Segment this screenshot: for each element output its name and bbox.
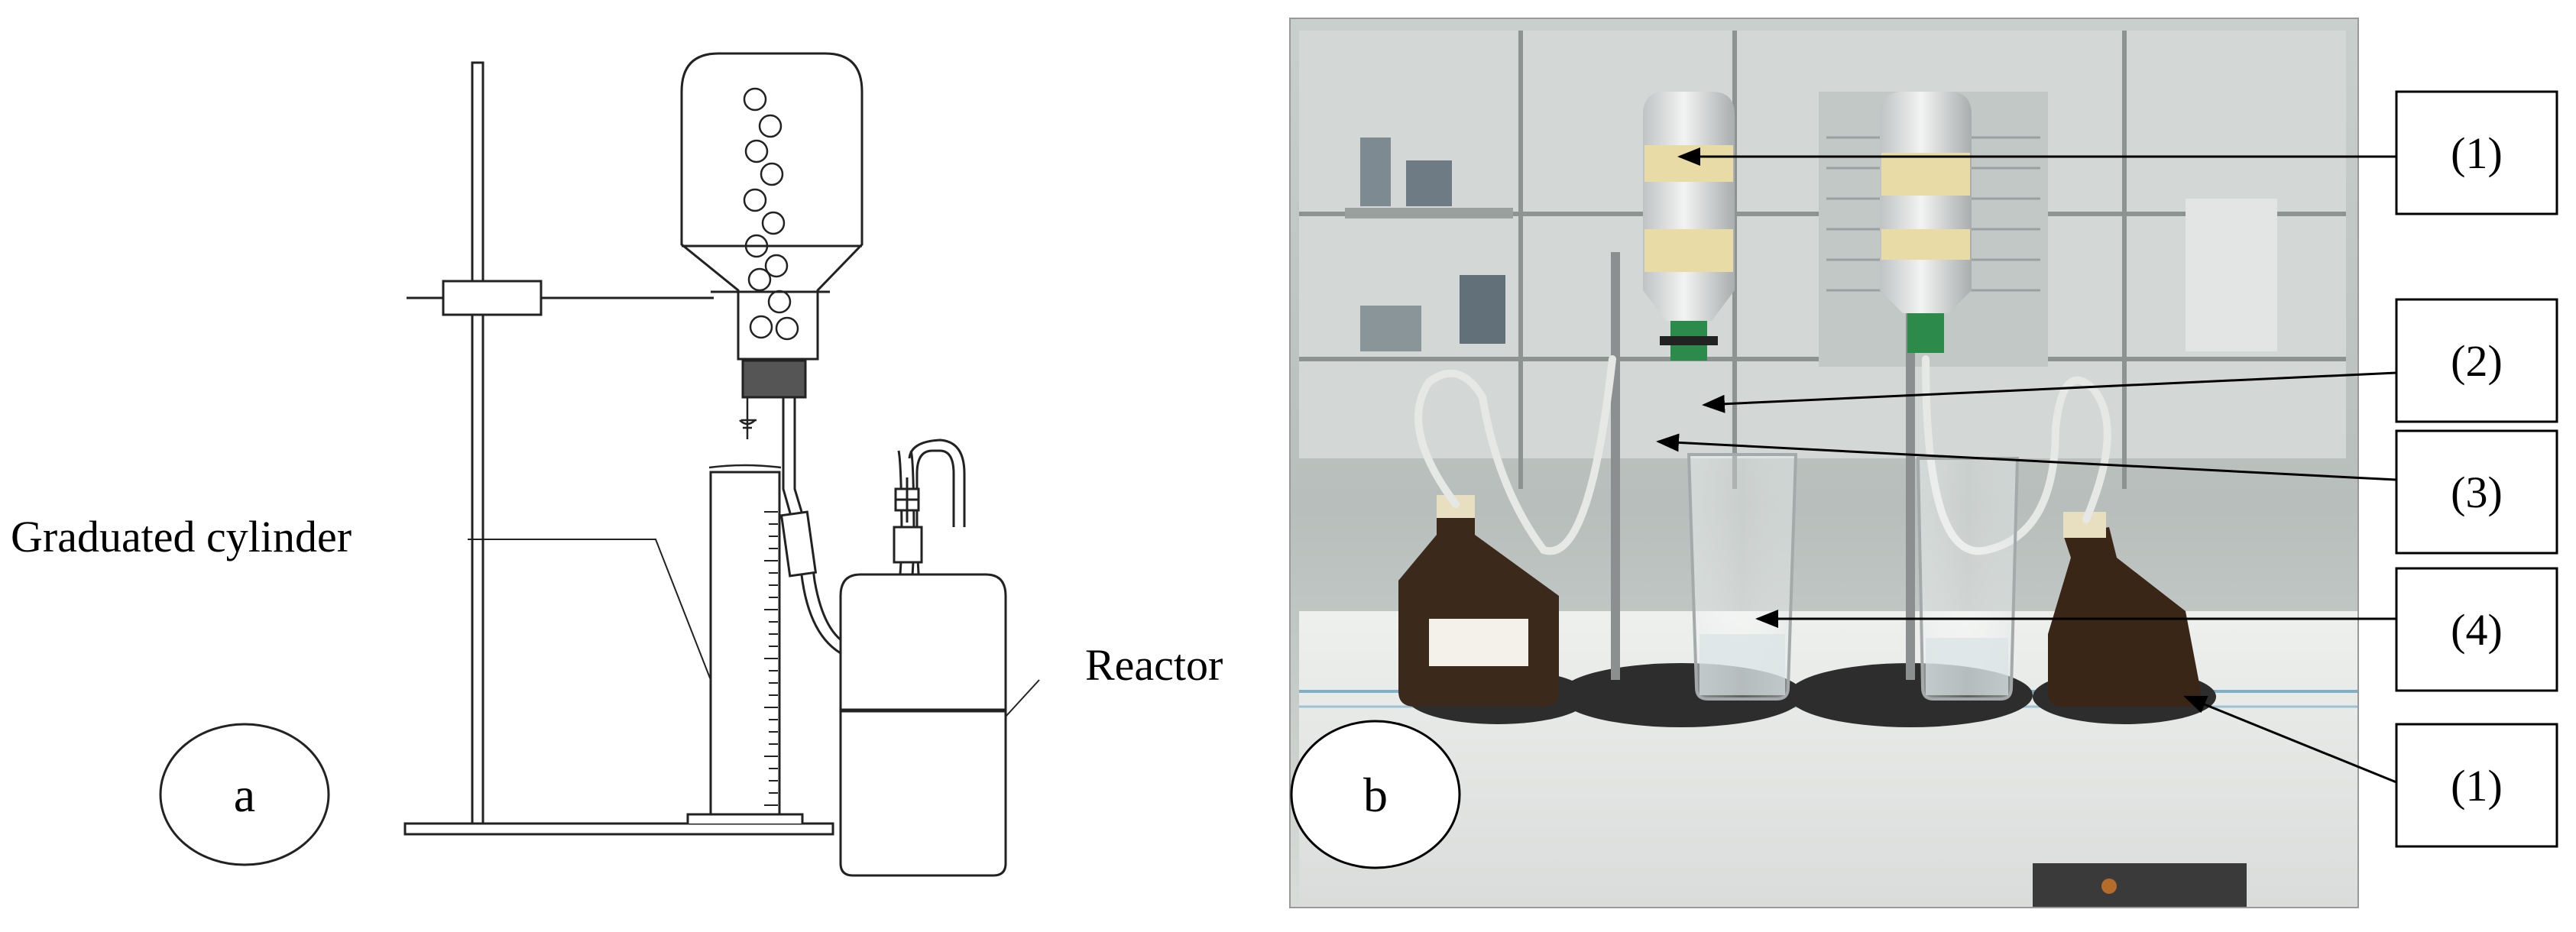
stand-rod [471,61,484,825]
callout-box-1 [2395,90,2558,215]
reactor-leader-line [1005,679,1040,717]
graduated-beaker [1687,453,1798,701]
panel-b-circle [1290,720,1461,869]
gas-tube [1414,355,1616,555]
callout-label-2: (2) [2451,336,2503,386]
arrow-3 [1656,433,2397,481]
reactor-label: Reactor [1085,640,1223,690]
callout-box-4 [2395,567,2558,692]
callout-label-5: (1) [2451,761,2503,811]
callout-label-3: (3) [2451,468,2503,517]
gas-collection-bottle [1643,92,1735,361]
inverted-bottle [680,52,864,399]
callout-box-2 [2395,298,2558,423]
panel-a-circle [159,723,330,866]
panel-b-photo [1289,18,2359,908]
gas-collection-bottle [1880,92,1972,353]
panel-a-letter: a [234,768,255,822]
callout-box-5 [2395,723,2558,848]
graduated-beaker [1916,457,2020,701]
callout-box-3 [2395,429,2558,555]
reactor-bottle [2048,527,2201,707]
graduated-cylinder [686,464,804,824]
cylinder-leader-line [468,539,711,681]
hose-coupling [779,510,818,578]
arrow-5 [2183,695,2397,784]
arrow-2 [1702,371,2397,413]
callout-arrows [1656,147,2397,784]
drip-tube [741,397,757,439]
gas-bubbles [743,87,799,341]
clamp [442,280,543,316]
stand-base [403,822,834,836]
reactor-valve [893,477,923,564]
panel-a-schematic [159,52,1040,877]
callout-boxes [2395,90,2558,848]
callout-label-4: (4) [2451,605,2503,655]
bottle-cap [741,359,807,399]
callout-label-1: (1) [2451,128,2503,178]
panel-b-letter: b [1363,768,1388,822]
graduation-marks [764,511,778,806]
reactor-vessel [839,573,1007,877]
graduated-cylinder-label: Graduated cylinder [11,512,352,561]
